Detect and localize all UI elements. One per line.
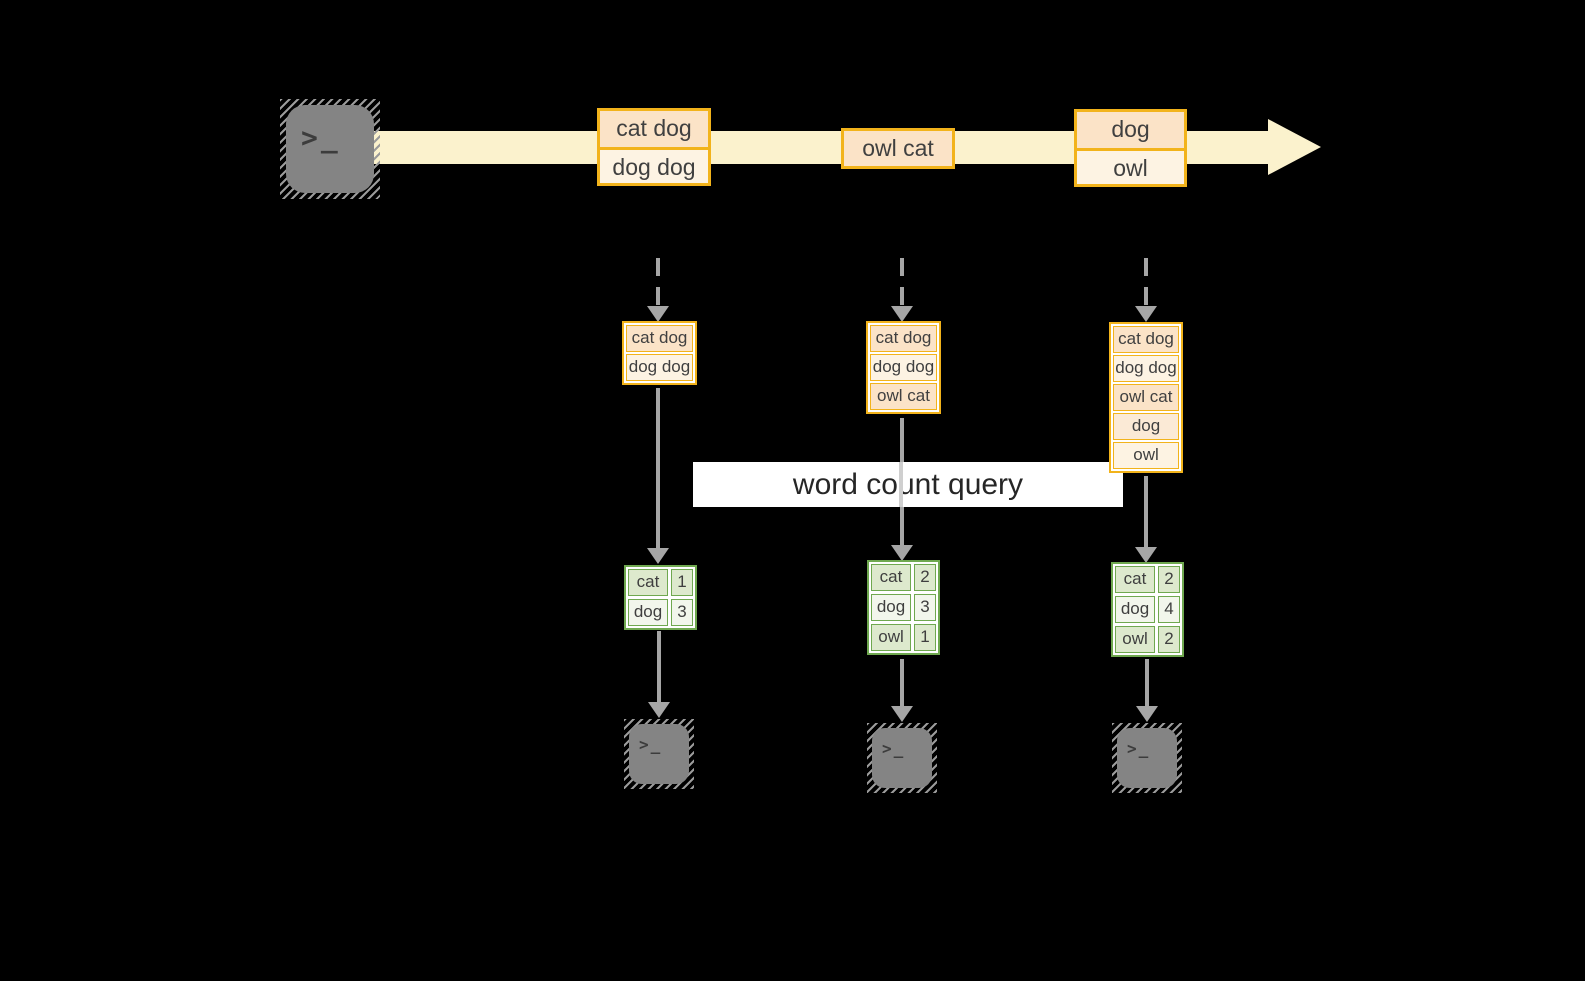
word-cell: dog [628,599,668,626]
word-cell: dog [1115,596,1155,623]
arrow-line [656,388,660,549]
query-arrow-3 [1135,476,1157,563]
count-cell: 2 [1158,626,1180,653]
word-count-table-3: cat 2 dog 4 owl 2 [1111,562,1184,657]
terminal-prompt-icon: >_ [872,728,932,788]
count-cell: 3 [914,594,936,621]
count-cell: 2 [914,564,936,591]
arrowhead-icon [891,706,913,722]
stream-message-line: cat dog [600,111,708,147]
stream-message-line: owl cat [844,131,952,166]
arrow-line [900,659,904,707]
stream-arrowhead [1268,119,1321,175]
stream-message-line: dog [1077,112,1184,148]
word-count-table-1: cat 1 dog 3 [624,565,697,630]
arrowhead-icon [1135,547,1157,563]
count-cell: 1 [671,569,693,596]
word-cell: owl [1115,626,1155,653]
terminal-icon-sink-3: >_ [1112,723,1182,793]
stream-message-line: owl [1077,148,1184,184]
buffer-line: cat dog [626,325,693,352]
arrow-line [1144,258,1148,307]
word-cell: cat [628,569,668,596]
arrow-line [900,258,904,307]
terminal-icon-sink-1: >_ [624,719,694,789]
arrowhead-icon [891,306,913,322]
buffer-line: owl cat [870,383,937,410]
count-cell: 1 [914,624,936,651]
terminal-icon-source: >_ [280,99,380,199]
buffer-line: owl cat [1113,384,1179,411]
dashed-down-arrow-1 [647,258,669,322]
terminal-prompt-icon: >_ [629,724,689,784]
buffer-line: cat dog [870,325,937,352]
arrowhead-icon [648,702,670,718]
terminal-prompt-icon: >_ [1117,728,1177,788]
arrow-line [1145,659,1149,707]
buffer-line: dog dog [1113,355,1179,382]
buffer-line: dog dog [626,354,693,381]
word-cell: owl [871,624,911,651]
buffer-line: dog [1113,413,1179,440]
count-cell: 3 [671,599,693,626]
count-cell: 4 [1158,596,1180,623]
terminal-prompt-icon: >_ [286,105,374,193]
word-cell: cat [871,564,911,591]
word-cell: dog [871,594,911,621]
buffer-line: cat dog [1113,326,1179,353]
arrow-line [657,631,661,703]
query-label-text: word count query [792,467,1024,501]
arrowhead-icon [891,545,913,561]
output-arrow-1 [648,631,670,718]
output-arrow-2 [891,659,913,722]
word-cell: cat [1115,566,1155,593]
arrowhead-icon [1135,306,1157,322]
arrowhead-icon [647,306,669,322]
count-cell: 2 [1158,566,1180,593]
word-count-table-2: cat 2 dog 3 owl 1 [867,560,940,655]
terminal-icon-sink-2: >_ [867,723,937,793]
buffer-line: owl [1113,442,1179,469]
arrowhead-icon [647,548,669,564]
query-arrow-1 [647,388,669,564]
arrow-line [656,258,660,307]
output-arrow-3 [1136,659,1158,722]
dashed-down-arrow-2 [891,258,913,322]
arrow-line [1144,476,1148,548]
arrow-passthrough-line [899,462,903,507]
arrowhead-icon [1136,706,1158,722]
buffer-line: dog dog [870,354,937,381]
dashed-down-arrow-3 [1135,258,1157,322]
stream-message-line: dog dog [600,147,708,183]
query-label: word count query [693,462,1123,507]
stream-message-2: owl cat [841,128,955,169]
